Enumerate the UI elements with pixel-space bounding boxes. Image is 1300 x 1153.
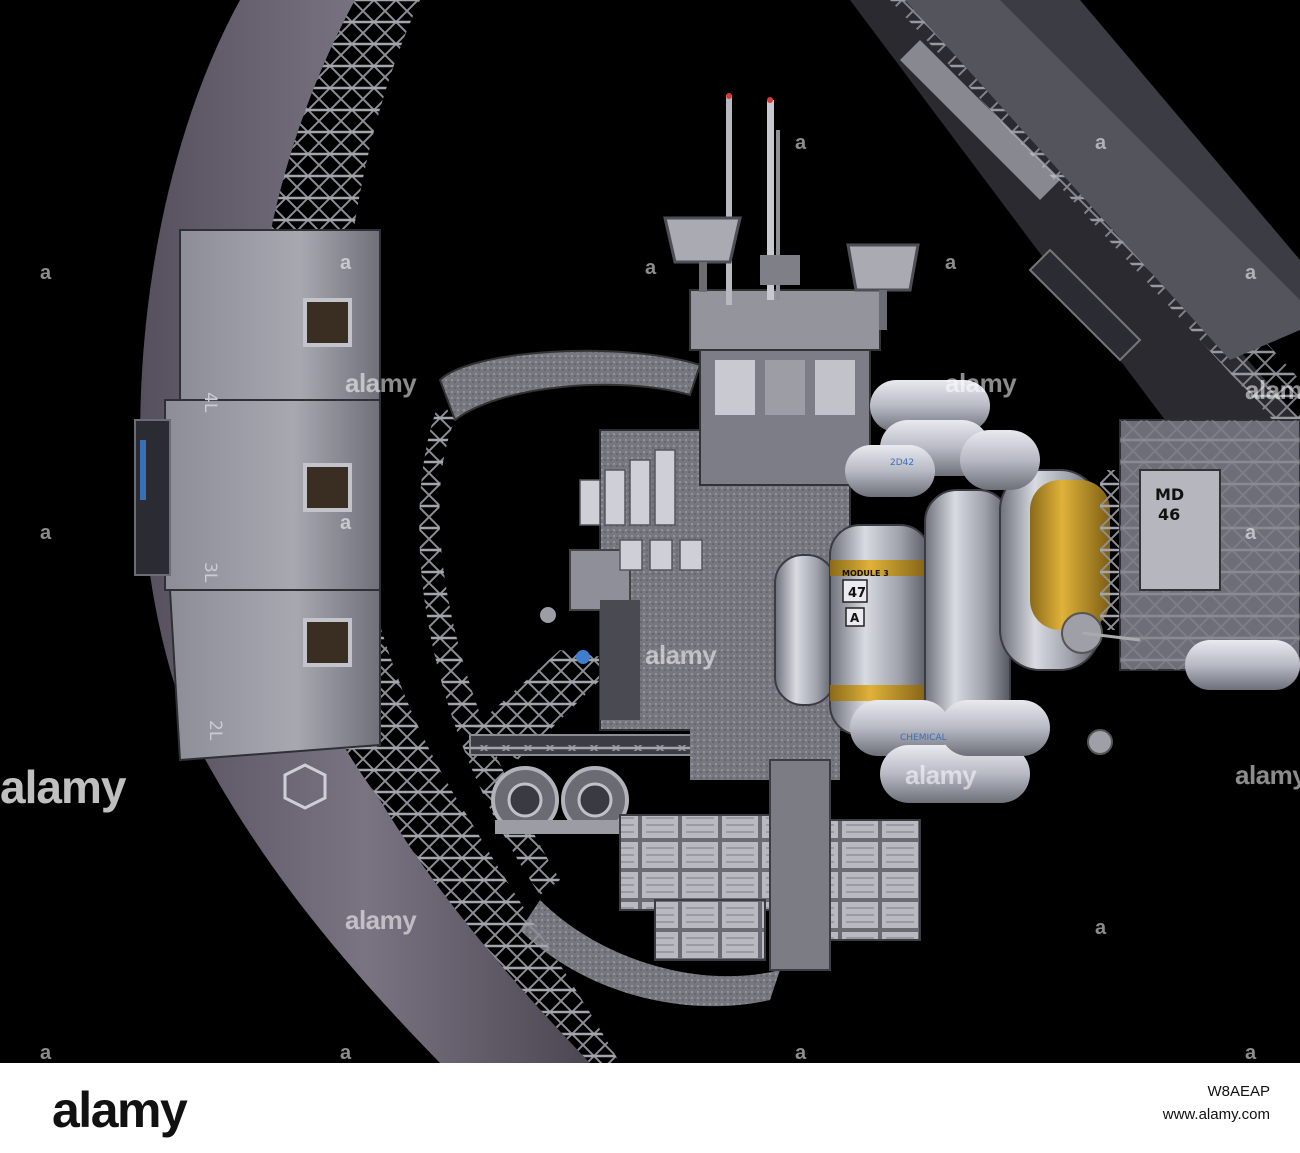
rear-ring xyxy=(419,349,780,1007)
watermark-word-3: alamy xyxy=(945,368,1017,398)
watermark-a-15: a xyxy=(795,1042,806,1063)
watermark-a-7: a xyxy=(645,257,656,279)
space-station-render: 47 A MODULE 3 2D42 CHEMICAL xyxy=(0,0,1300,1063)
hub-id-bottom-label: 46 xyxy=(1158,505,1180,524)
watermark-large: alamy xyxy=(0,761,126,813)
footer-meta: W8AEAP www.alamy.com xyxy=(1163,1083,1270,1123)
central-hub-block xyxy=(540,289,881,780)
footer-url: www.alamy.com xyxy=(1162,1106,1270,1123)
dish-left xyxy=(663,216,742,292)
space-station-illustration: 47 A MODULE 3 2D42 CHEMICAL xyxy=(134,0,1300,1063)
watermark-word-1: alamy xyxy=(345,368,417,398)
wheel-assembly xyxy=(491,766,629,834)
dish-right xyxy=(846,243,920,330)
watermark-word-6: alamy xyxy=(905,760,977,790)
watermark-a-6: a xyxy=(340,1042,351,1063)
watermark-a-14: a xyxy=(1095,917,1106,939)
foreground-ring: 4L 3L 2L xyxy=(134,0,620,1063)
ring-segment-labels: 4L 3L 2L xyxy=(200,392,225,741)
module-letter-label: A xyxy=(850,611,860,625)
watermark-a-11: a xyxy=(1245,1042,1256,1063)
module-number-label: 47 xyxy=(848,586,866,601)
module-tag-label: MODULE 3 xyxy=(842,569,889,578)
ring-label-3l: 3L xyxy=(200,562,220,583)
footer-image-id: W8AEAP xyxy=(1207,1083,1270,1100)
watermark-word-7: alamy xyxy=(1235,760,1300,790)
right-hub-ring: MD 46 xyxy=(1061,419,1300,755)
ring-label-4l: 4L xyxy=(200,392,220,413)
tank-code-label: 2D42 xyxy=(890,458,914,468)
watermark-a-5: a xyxy=(340,512,351,534)
footer-logo: alamy xyxy=(52,1082,188,1138)
stock-footer-bar: alamy W8AEAP www.alamy.com xyxy=(0,1063,1300,1153)
watermark-a-10: a xyxy=(1245,522,1256,544)
hub-id-top-label: MD xyxy=(1155,485,1184,504)
watermark-a-4: a xyxy=(340,252,351,274)
watermark-a-8: a xyxy=(945,252,956,274)
watermark-a-2: a xyxy=(40,522,51,544)
watermark-a-12: a xyxy=(795,132,806,154)
tank-text-label: CHEMICAL xyxy=(900,733,947,743)
watermark-word-4: alamy xyxy=(1245,375,1300,405)
watermark-a-13: a xyxy=(1095,132,1106,154)
watermark-word-5: alamy xyxy=(345,905,417,935)
watermark-a-9: a xyxy=(1245,262,1256,284)
ring-label-2l: 2L xyxy=(205,720,225,741)
watermark-a-3: a xyxy=(40,1042,51,1063)
antenna-array xyxy=(663,93,920,330)
tank-cluster-upper: 2D42 xyxy=(845,380,1040,497)
cargo-containers xyxy=(619,759,921,971)
watermark-a-1: a xyxy=(40,262,51,284)
tank-cluster-lower: CHEMICAL xyxy=(850,700,1050,803)
watermark-word-2: alamy xyxy=(645,640,717,670)
